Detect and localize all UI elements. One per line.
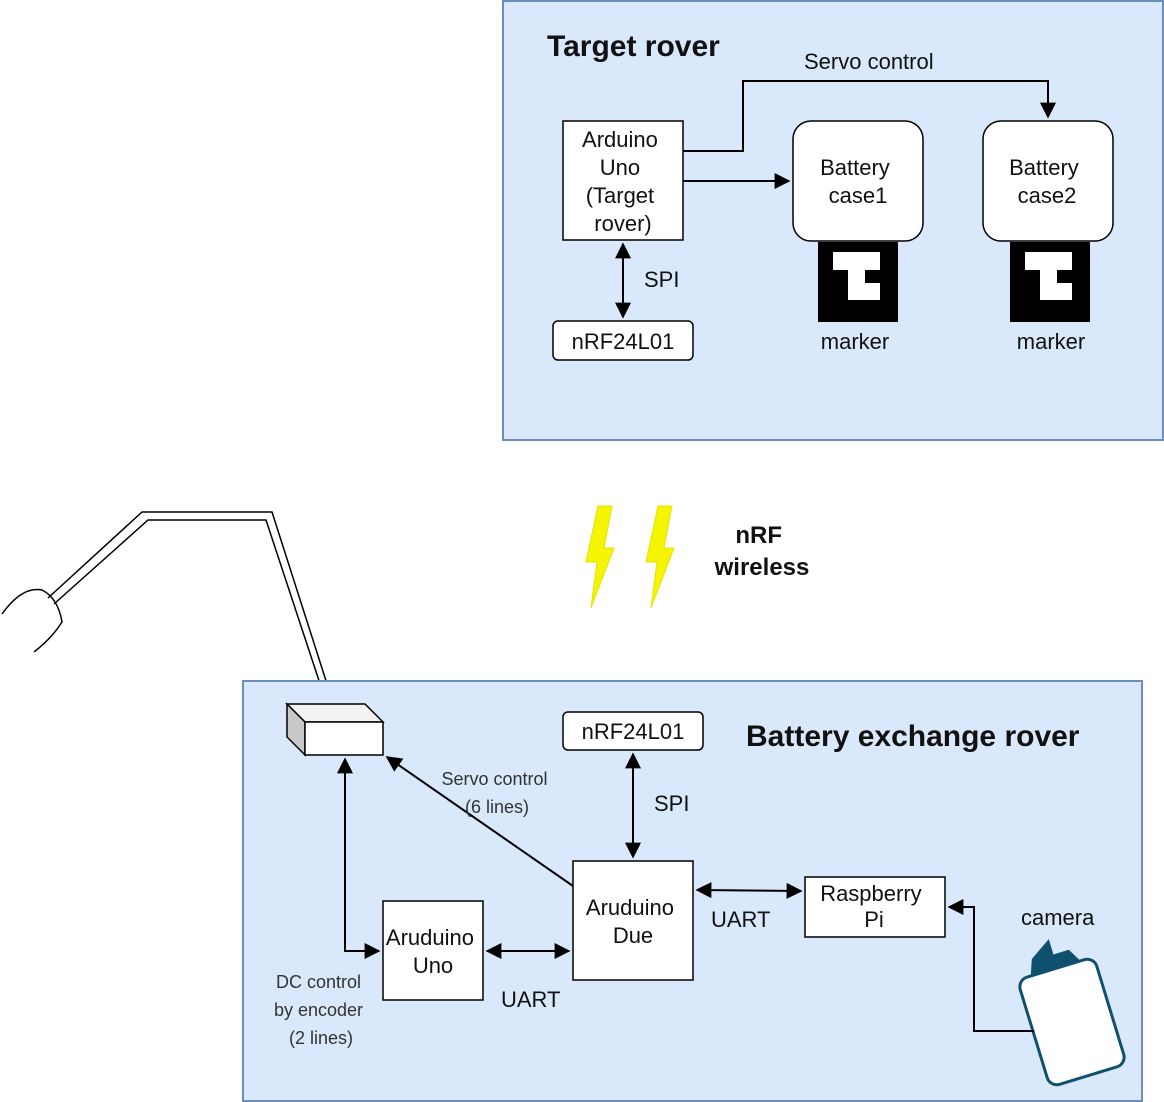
servo-exchange-arrow xyxy=(385,756,574,887)
marker2-icon xyxy=(1010,242,1090,322)
nrf24l01-target-box xyxy=(552,320,694,361)
spi-exchange-label: SPI xyxy=(654,791,689,816)
battery-case1-box xyxy=(792,120,924,242)
nrf24l01-target-label: nRF24L01 xyxy=(572,329,675,354)
wireless-label: nRF wireless xyxy=(714,522,810,581)
uart-due-pi-arrow xyxy=(695,882,803,899)
camera-to-pi-connector xyxy=(947,899,1034,1032)
arduino-due-label: Aruduino Due xyxy=(586,895,680,948)
battery-case2-box xyxy=(982,120,1114,242)
nrf24l01-exchange-label: nRF24L01 xyxy=(582,719,685,744)
dc-control-label: DC control by encoder (2 lines) xyxy=(274,972,368,1048)
arduino-uno-exchange-label: Aruduino Uno xyxy=(386,925,480,978)
marker1-icon xyxy=(818,242,898,322)
servo-target-label: Servo control xyxy=(804,49,934,74)
wireless-bolt-icon xyxy=(585,505,675,609)
servo-target-connector xyxy=(683,80,1056,152)
dc-control-connector xyxy=(337,757,381,959)
robot-arm-icon xyxy=(1,511,337,715)
marker2-label: marker xyxy=(1017,329,1085,354)
uart-uno-due-label: UART xyxy=(501,987,561,1012)
uart-due-pi-label: UART xyxy=(711,907,771,932)
camera-label: camera xyxy=(1021,905,1095,930)
camera-icon xyxy=(1018,939,1126,1087)
nrf24l01-exchange-box xyxy=(562,711,704,751)
target-rover-title: Target rover xyxy=(547,30,720,63)
arduino-uno-target-box xyxy=(562,120,684,241)
raspberry-pi-label: Raspberry Pi xyxy=(820,881,928,932)
arduino-uno-exchange-box xyxy=(382,900,484,1001)
marker1-label: marker xyxy=(821,329,889,354)
raspberry-pi-box xyxy=(804,876,946,938)
battery-case2-label: Battery case2 xyxy=(1009,155,1085,208)
arduino-due-box xyxy=(572,860,694,981)
arduino-uno-target-label: Arduino Uno (Target rover) xyxy=(582,127,664,236)
battery-case1-label: Battery case1 xyxy=(820,155,896,208)
spi-target-label: SPI xyxy=(644,267,679,292)
servo-exchange-label: Servo control (6 lines) xyxy=(441,769,552,817)
exchange-rover-title: Battery exchange rover xyxy=(746,720,1080,753)
servo-block-icon xyxy=(285,702,385,757)
